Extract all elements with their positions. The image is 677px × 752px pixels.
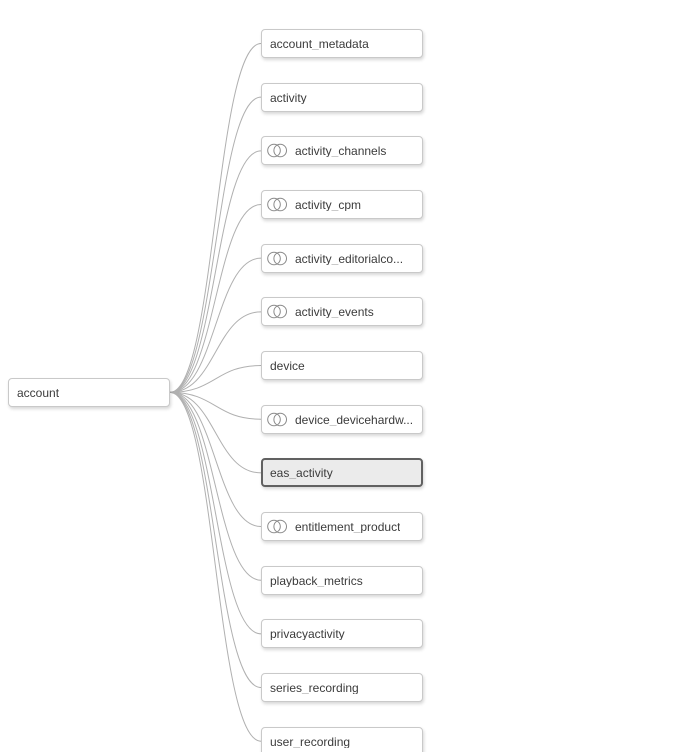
node-label: activity — [270, 90, 307, 104]
node-label: device — [270, 359, 305, 373]
node-device-devicehardw[interactable]: device_devicehardw... — [261, 404, 423, 434]
node-label: privacyactivity — [270, 627, 345, 641]
node-user-recording[interactable]: user_recording — [261, 726, 423, 752]
tree-link — [169, 150, 262, 393]
node-label: device_devicehardw... — [295, 412, 414, 426]
tree-link — [169, 391, 262, 420]
node-label: activity_cpm — [295, 198, 362, 211]
tree-link — [169, 391, 262, 635]
venn-overlap-icon — [267, 305, 287, 319]
node-label: activity_channels — [295, 144, 387, 158]
venn-overlap-icon — [267, 519, 287, 534]
node-label: user_recording — [270, 734, 351, 748]
node-activity-cpm[interactable]: activity_cpm — [261, 190, 423, 219]
tree-link — [169, 257, 262, 393]
node-label: account — [17, 385, 60, 399]
tree-link — [169, 391, 262, 528]
node-eas-activity[interactable]: eas_activity — [261, 458, 423, 488]
node-activity-channels[interactable]: activity_channels — [261, 136, 423, 166]
node-label: eas_activity — [270, 466, 333, 480]
node-account[interactable]: account — [8, 377, 170, 407]
node-playback-metrics[interactable]: playback_metrics — [261, 565, 423, 595]
node-activity[interactable]: activity — [261, 82, 423, 112]
node-entitlement-product[interactable]: entitlement_product — [261, 512, 423, 542]
node-label: activity_events — [295, 305, 374, 319]
venn-overlap-icon — [267, 144, 287, 158]
tree-link — [169, 391, 262, 742]
node-series-recording[interactable]: series_recording — [261, 673, 423, 703]
tree-link — [169, 391, 262, 689]
tree-link — [169, 391, 262, 474]
node-label: playback_metrics — [270, 573, 363, 587]
node-label: series_recording — [270, 681, 359, 695]
node-label: account_metadata — [270, 37, 369, 50]
node-activity-events[interactable]: activity_events — [261, 297, 423, 327]
node-label: activity_editorialco... — [295, 251, 404, 265]
node-account-metadata[interactable]: account_metadata — [261, 29, 423, 58]
node-activity-editorialco[interactable]: activity_editorialco... — [261, 243, 423, 273]
tree-link — [169, 43, 262, 393]
node-device[interactable]: device — [261, 351, 423, 381]
node-privacyactivity[interactable]: privacyactivity — [261, 619, 423, 649]
venn-overlap-icon — [267, 251, 287, 265]
node-label: entitlement_product — [295, 520, 401, 534]
tree-link — [169, 311, 262, 393]
tree-link — [169, 365, 262, 393]
tree-link — [169, 204, 262, 393]
venn-overlap-icon — [267, 412, 287, 426]
tree-link — [169, 96, 262, 393]
venn-overlap-icon — [267, 197, 287, 212]
tree-link — [169, 391, 262, 581]
